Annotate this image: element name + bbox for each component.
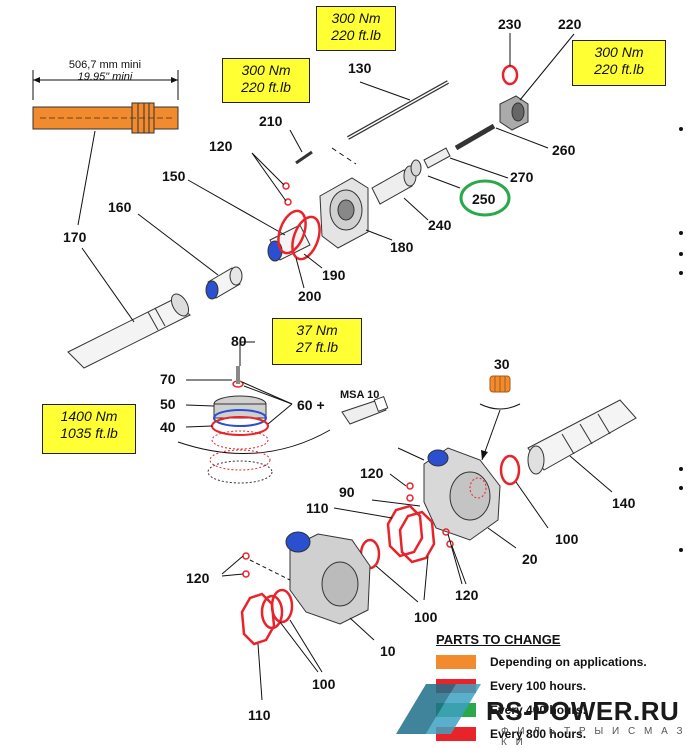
torque-ftlb: 1035 ft.lb bbox=[60, 425, 118, 441]
part-orings-mid bbox=[359, 504, 436, 570]
part-housing-20 bbox=[423, 447, 501, 541]
bullet bbox=[679, 548, 683, 552]
label-50: 50 bbox=[160, 396, 176, 412]
part-housing-180 bbox=[319, 177, 369, 249]
label-230: 230 bbox=[498, 16, 522, 32]
part-coupling-160 bbox=[205, 266, 243, 300]
bullet bbox=[679, 127, 683, 131]
label-160: 160 bbox=[108, 199, 132, 215]
part-rod-270 bbox=[410, 147, 451, 177]
label-150: 150 bbox=[162, 168, 186, 184]
part-orange-shaft bbox=[32, 102, 179, 134]
bullet bbox=[679, 467, 683, 471]
logo-subtitle: Ф И Л Ь Т Р Ы И С М А З К И bbox=[501, 726, 686, 748]
torque-ftlb: 220 ft.lb bbox=[241, 79, 291, 95]
label-130: 130 bbox=[348, 60, 372, 76]
label-20: 20 bbox=[522, 551, 538, 567]
part-stack-40-50 bbox=[207, 366, 273, 484]
part-shaft-140 bbox=[527, 399, 637, 475]
part-orings-lower bbox=[240, 588, 294, 646]
cropped-bullet-column bbox=[676, 0, 687, 600]
label-220: 220 bbox=[558, 16, 582, 32]
bullet bbox=[679, 231, 683, 235]
torque-nm: 1400 Nm bbox=[60, 408, 118, 424]
label-200: 200 bbox=[298, 288, 322, 304]
torque-nm: 300 Nm bbox=[241, 62, 291, 78]
label-100-right: 100 bbox=[555, 531, 579, 547]
label-msa: MSA 10 bbox=[340, 389, 379, 401]
legend-label: Every 400 hours. bbox=[490, 703, 587, 717]
part-orings-190-200 bbox=[277, 209, 321, 261]
label-110-bottom: 110 bbox=[248, 707, 271, 723]
torque-ftlb: 220 ft.lb bbox=[594, 61, 644, 77]
legend-label: Every 800 hours. bbox=[490, 727, 587, 741]
label-190: 190 bbox=[322, 267, 346, 283]
torque-box-220: 300 Nm 220 ft.lb bbox=[572, 40, 666, 86]
part-spring-30 bbox=[479, 375, 521, 461]
rs-power-logo: RS-POWER.RU Ф И Л Ь Т Р Ы И С М А З К И bbox=[386, 674, 686, 748]
legend-title: PARTS TO CHANGE bbox=[436, 632, 561, 647]
label-30: 30 bbox=[494, 356, 510, 372]
part-housing-10 bbox=[285, 531, 371, 625]
label-90: 90 bbox=[339, 484, 355, 500]
part-shaft-170 bbox=[67, 293, 191, 369]
torque-ftlb: 220 ft.lb bbox=[331, 27, 381, 43]
green-highlight-circle bbox=[459, 179, 511, 217]
label-100-mid: 100 bbox=[414, 609, 438, 625]
label-120-top: 120 bbox=[209, 138, 233, 154]
label-210: 210 bbox=[259, 113, 283, 129]
torque-box-130: 300 Nm 220 ft.lb bbox=[316, 6, 396, 51]
label-40: 40 bbox=[160, 419, 176, 435]
legend-swatch bbox=[436, 655, 476, 669]
legend-label: Every 100 hours. bbox=[490, 679, 587, 693]
torque-nm: 37 Nm bbox=[296, 322, 338, 338]
torque-box-210: 300 Nm 220 ft.lb bbox=[222, 58, 310, 103]
logo-text: RS-POWER.RU bbox=[486, 696, 680, 726]
label-140: 140 bbox=[612, 495, 636, 511]
label-180: 180 bbox=[390, 239, 414, 255]
part-piston-240 bbox=[371, 165, 417, 205]
part-block-220 bbox=[499, 95, 529, 131]
torque-box-80: 37 Nm 27 ft.lb bbox=[272, 318, 362, 365]
bullet bbox=[679, 271, 683, 275]
label-110-mid: 110 bbox=[306, 500, 329, 516]
label-250: 250 bbox=[472, 191, 496, 207]
label-170: 170 bbox=[63, 229, 87, 245]
legend-label: Depending on applications. bbox=[490, 655, 647, 669]
label-260: 260 bbox=[552, 142, 576, 158]
label-120-bottom: 120 bbox=[455, 587, 479, 603]
bullet bbox=[679, 486, 683, 490]
torque-box-40: 1400 Nm 1035 ft.lb bbox=[42, 404, 136, 454]
label-100-left: 100 bbox=[312, 676, 336, 692]
torque-ftlb: 27 ft.lb bbox=[295, 339, 339, 355]
label-270: 270 bbox=[510, 169, 534, 185]
label-120-mid: 120 bbox=[360, 465, 384, 481]
bullet bbox=[679, 252, 683, 256]
legend-row: Depending on applications. bbox=[436, 654, 647, 670]
part-rod-260 bbox=[454, 123, 496, 151]
dimension-imperial: 19.95" mini bbox=[78, 71, 133, 83]
label-10: 10 bbox=[380, 643, 396, 659]
logo-mark-icon bbox=[396, 684, 481, 734]
part-msa-tube bbox=[341, 396, 389, 425]
oring-100-right bbox=[499, 454, 521, 486]
torque-nm: 300 Nm bbox=[594, 44, 644, 60]
label-60: 60 + bbox=[297, 397, 325, 413]
torque-nm: 300 Nm bbox=[331, 10, 381, 26]
part-bolt-210 bbox=[289, 129, 313, 165]
label-240: 240 bbox=[428, 217, 452, 233]
dimension-metric: 506,7 mm mini bbox=[69, 59, 141, 71]
part-rod-130 bbox=[331, 80, 449, 165]
label-70: 70 bbox=[160, 371, 176, 387]
label-120-left: 120 bbox=[186, 570, 210, 586]
dimension-line: 506,7 mm mini 19.95" mini bbox=[32, 59, 179, 100]
label-80: 80 bbox=[231, 333, 247, 349]
